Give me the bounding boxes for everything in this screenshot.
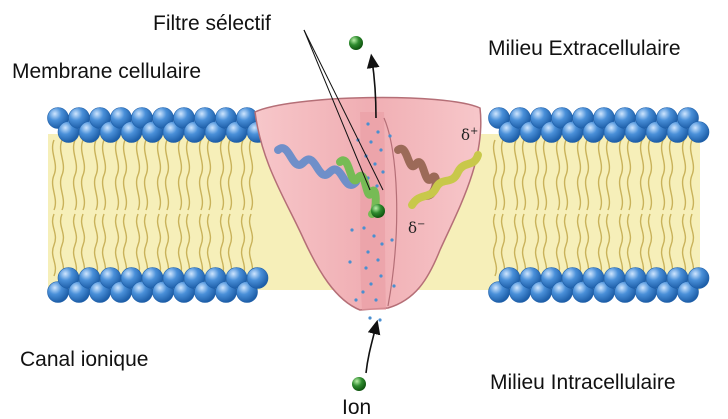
pore-dot	[364, 266, 367, 269]
lipid-head	[688, 122, 709, 143]
pore-dot	[379, 274, 382, 277]
pore-dot	[388, 134, 391, 137]
pore-dot	[372, 234, 375, 237]
label-ion-channel: Canal ionique	[20, 349, 148, 370]
label-intracellular: Milieu Intracellulaire	[490, 372, 676, 393]
pore-dot	[390, 238, 393, 241]
ion-top	[349, 36, 363, 50]
pore-dot	[381, 170, 384, 173]
pore-dot	[366, 250, 369, 253]
label-ion: Ion	[342, 397, 371, 418]
label-delta-minus: δ−	[408, 220, 425, 236]
label-delta-plus: δ+	[461, 127, 478, 143]
pore-dot	[368, 316, 371, 319]
pore-dot	[376, 258, 379, 261]
pore-dot	[380, 242, 383, 245]
pore-dot	[379, 148, 382, 151]
pore-dot	[378, 318, 381, 321]
ion-bottom	[352, 377, 366, 391]
pore-dot	[362, 226, 365, 229]
pore-dot	[366, 122, 369, 125]
label-selective-filter: Filtre sélectif	[153, 13, 271, 34]
pore-dot	[354, 298, 357, 301]
pore-dot	[376, 130, 379, 133]
lipid-head	[247, 268, 268, 289]
pore-dot	[392, 284, 395, 287]
pore-dot	[348, 260, 351, 263]
lipid-head	[688, 268, 709, 289]
label-extracellular: Milieu Extracellulaire	[488, 38, 681, 59]
pore-dot	[350, 228, 353, 231]
arrow-into-channel	[366, 326, 376, 373]
pore-dot	[373, 162, 376, 165]
label-membrane: Membrane cellulaire	[12, 61, 201, 82]
pore-dot	[369, 140, 372, 143]
pore-dot	[374, 298, 377, 301]
pore-dot	[361, 290, 364, 293]
pore-dot	[369, 282, 372, 285]
ion-in-pore	[371, 204, 385, 218]
